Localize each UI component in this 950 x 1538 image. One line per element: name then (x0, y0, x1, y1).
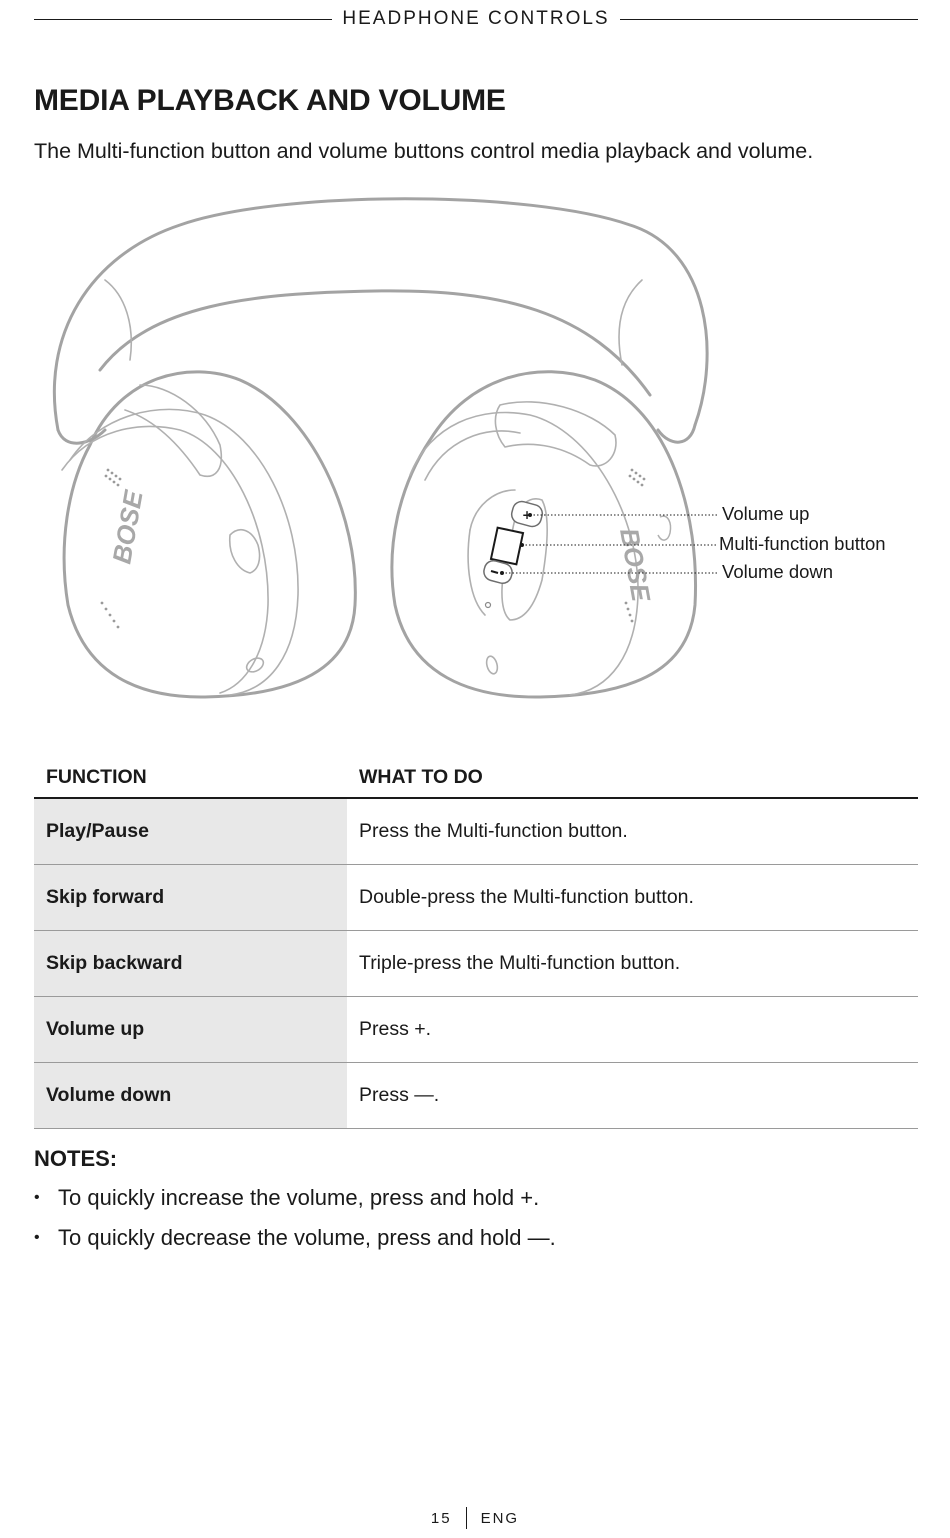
header-rule-left (34, 18, 333, 20)
notes-list: • To quickly increase the volume, press … (34, 1180, 556, 1260)
page-title: MEDIA PLAYBACK AND VOLUME (34, 84, 506, 117)
page-number: 15 (430, 1509, 452, 1527)
table-row: Volume up Press +. (34, 996, 918, 1063)
bose-logo-right: BOSE (614, 526, 656, 604)
speaker-grille-dots (100, 468, 646, 629)
right-earcup-shell (390, 370, 698, 699)
action-cell: Press +. (347, 996, 918, 1063)
column-header-function: FUNCTION (34, 757, 347, 799)
language-code: ENG (480, 1509, 520, 1527)
multi-function-button (489, 526, 525, 566)
function-cell: Skip backward (34, 930, 347, 997)
headband-outer (52, 197, 709, 432)
action-cell: Press —. (347, 1062, 918, 1129)
function-cell: Volume up (34, 996, 347, 1063)
footer-divider (465, 1507, 467, 1529)
list-item: • To quickly decrease the volume, press … (34, 1220, 556, 1260)
list-item: • To quickly increase the volume, press … (34, 1180, 556, 1220)
table-header-row: FUNCTION WHAT TO DO (34, 757, 918, 799)
intro-text: The Multi-function button and volume but… (34, 139, 814, 163)
table-row: Skip backward Triple-press the Multi-fun… (34, 930, 918, 997)
headband-inner (98, 289, 652, 397)
table-row: Play/Pause Press the Multi-function butt… (34, 798, 918, 865)
section-title: HEADPHONE CONTROLS (342, 8, 610, 29)
svg-text:+: + (522, 508, 532, 522)
bullet-icon: • (34, 1189, 40, 1206)
callout-multi-function: Multi-function button (719, 533, 886, 554)
table-row: Volume down Press —. (34, 1062, 918, 1129)
bose-logo-left: BOSE (106, 488, 148, 566)
action-cell: Press the Multi-function button. (347, 798, 918, 865)
bullet-icon: • (34, 1229, 40, 1246)
section-header: HEADPHONE CONTROLS (34, 6, 919, 32)
note-text: To quickly increase the volume, press an… (58, 1185, 540, 1210)
notes-title: NOTES: (34, 1146, 118, 1171)
callout-volume-down: Volume down (722, 561, 834, 582)
volume-up-button (510, 500, 544, 528)
page-footer: 15 ENG (0, 1506, 950, 1530)
headphones-drawing: BOSE BOSE + (52, 197, 718, 699)
note-text: To quickly decrease the volume, press an… (58, 1225, 556, 1250)
header-rule-right (619, 18, 919, 20)
function-cell: Skip forward (34, 864, 347, 931)
table-row: Skip forward Double-press the Multi-func… (34, 864, 918, 931)
function-cell: Volume down (34, 1062, 347, 1129)
function-cell: Play/Pause (34, 798, 347, 865)
controls-table: FUNCTION WHAT TO DO Play/Pause Press the… (34, 757, 918, 1129)
callout-volume-up: Volume up (722, 503, 810, 524)
column-header-what-to-do: WHAT TO DO (347, 757, 918, 799)
callout-leaders (502, 514, 718, 574)
headphones-illustration: BOSE BOSE + Volume up Multi-function but… (30, 185, 930, 715)
action-cell: Double-press the Multi-function button. (347, 864, 918, 931)
left-earcup-shell (62, 370, 357, 699)
action-cell: Triple-press the Multi-function button. (347, 930, 918, 997)
control-buttons: + (483, 500, 672, 609)
